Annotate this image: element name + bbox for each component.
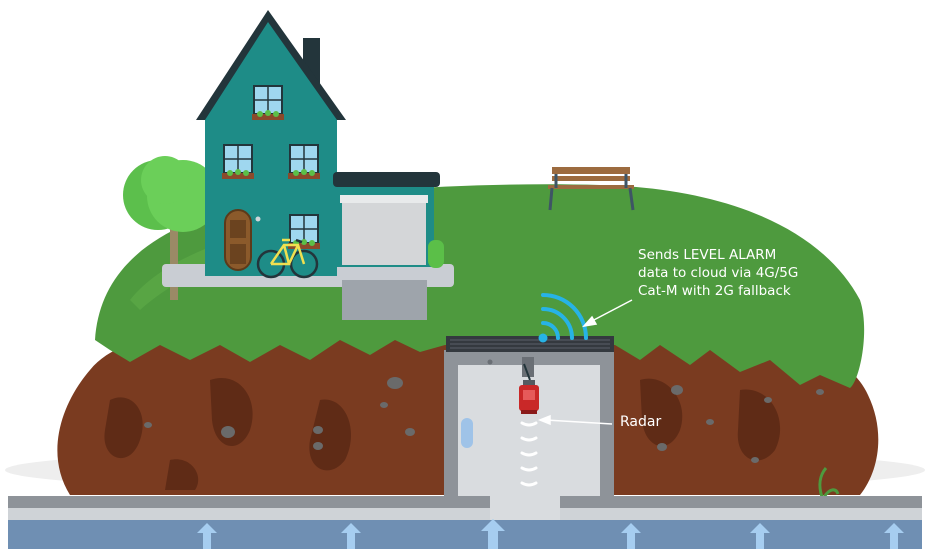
driveway xyxy=(342,280,427,320)
cloud-annotation-line1: Sends LEVEL ALARM xyxy=(638,247,777,263)
lid-texture xyxy=(450,339,610,349)
pavement-right xyxy=(560,496,922,508)
arrow-up-icon xyxy=(750,523,770,549)
radar-label: Radar xyxy=(620,414,662,430)
house-icon xyxy=(196,10,444,276)
wall-marker xyxy=(461,418,473,448)
cloud-annotation-line2: data to cloud via 4G/5G xyxy=(638,265,799,281)
arrow-up-icon xyxy=(481,519,505,549)
arrow-up-icon xyxy=(341,523,361,549)
tree-icon xyxy=(123,156,219,232)
cloud-annotation: Sends LEVEL ALARM data to cloud via 4G/5… xyxy=(638,246,798,300)
pipe-layer xyxy=(8,508,922,520)
tree-trunk xyxy=(170,225,178,300)
pavement-left xyxy=(8,496,490,508)
mounting-bracket xyxy=(454,357,602,381)
wifi-signal-icon xyxy=(538,293,588,343)
arrow-up-icon xyxy=(621,523,641,549)
arrow-up-icon xyxy=(197,523,217,549)
plant-icon xyxy=(818,467,840,498)
water-rise-arrows xyxy=(197,519,904,549)
soil-texture xyxy=(104,378,781,490)
radar-sensor-icon xyxy=(519,380,539,414)
water-layer xyxy=(8,520,922,549)
arrow-up-icon xyxy=(884,523,904,549)
bicycle-icon xyxy=(256,238,319,279)
cloud-annotation-line3: Cat-M with 2G fallback xyxy=(638,283,791,299)
chamber-outlet xyxy=(490,496,560,520)
rocks xyxy=(144,377,824,463)
bench-icon xyxy=(548,167,635,211)
annotation-arrows xyxy=(537,299,633,426)
